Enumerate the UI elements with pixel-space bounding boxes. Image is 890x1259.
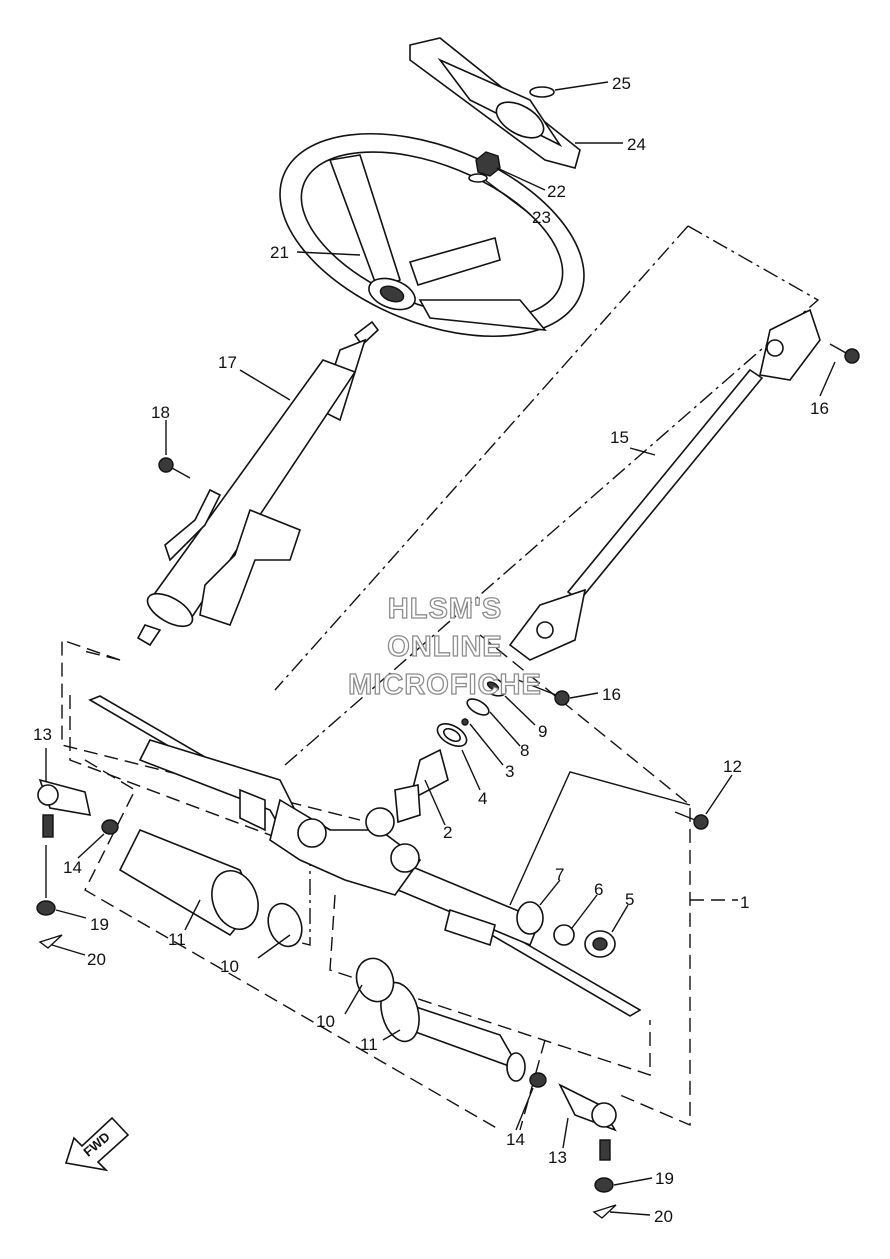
callout-16-lower: 16 [602, 685, 621, 704]
pinion-seal-stack [436, 675, 507, 747]
callout-6: 6 [594, 880, 603, 899]
callout-17: 17 [218, 353, 237, 372]
watermark: HLSM'S ONLINE MICROFICHE [348, 592, 542, 701]
callout-13-left: 13 [33, 725, 52, 744]
callout-23: 23 [532, 208, 551, 227]
callout-14-left: 14 [63, 858, 82, 877]
callout-20-left: 20 [87, 950, 106, 969]
bolt-16-upper [829, 343, 860, 364]
callout-5: 5 [625, 890, 634, 909]
callout-3: 3 [505, 762, 514, 781]
callout-18: 18 [151, 403, 170, 422]
callout-22: 22 [547, 182, 566, 201]
callout-2: 2 [443, 823, 452, 842]
bolt-18 [158, 457, 191, 479]
watermark-line-2: ONLINE [387, 631, 503, 663]
watermark-line-1: HLSM'S [388, 593, 502, 625]
rack-boot-right [355, 957, 526, 1082]
callout-20-right: 20 [654, 1207, 673, 1226]
callout-10-left: 10 [220, 957, 239, 976]
callout-labels: 25 24 22 23 21 17 18 16 15 16 9 8 3 4 2 … [33, 74, 829, 1226]
rack-boot-left [118, 828, 303, 948]
callout-14-right: 14 [506, 1130, 525, 1149]
callout-1: 1 [740, 893, 749, 912]
callout-10-right: 10 [316, 1012, 335, 1031]
tie-rod-end-left [36, 778, 119, 949]
callout-8: 8 [520, 741, 529, 760]
callout-7: 7 [555, 865, 564, 884]
steering-nut-and-washer [468, 151, 501, 183]
callout-9: 9 [538, 722, 547, 741]
bolt-16-lower [517, 679, 570, 706]
callout-19-left: 19 [90, 915, 109, 934]
steering-wheel [279, 132, 585, 338]
leader-lines [45, 81, 836, 1216]
pinion-gear [394, 748, 449, 824]
callout-12: 12 [723, 757, 742, 776]
callout-25: 25 [612, 74, 631, 93]
assembly-boundary-lines [61, 225, 820, 1131]
steering-wheel-cover [409, 37, 581, 169]
callout-24: 24 [627, 135, 646, 154]
forward-direction-arrow: FWD [64, 1116, 130, 1172]
callout-4: 4 [478, 789, 487, 808]
tie-rod-end-right [529, 1072, 617, 1219]
callout-11-right: 11 [360, 1035, 378, 1054]
callout-19-right: 19 [655, 1169, 674, 1188]
callout-16-upper: 16 [810, 399, 829, 418]
bolt-12 [674, 811, 709, 830]
steering-column [136, 320, 380, 647]
callout-21: 21 [270, 243, 289, 262]
callout-13-right: 13 [548, 1148, 567, 1167]
watermark-line-3: MICROFICHE [348, 669, 542, 701]
steering-shaft [508, 308, 821, 661]
callout-11-left: 11 [168, 930, 186, 949]
callout-15: 15 [610, 428, 629, 447]
rack-guide-parts [516, 901, 616, 958]
rack-and-pinion [88, 695, 642, 1017]
